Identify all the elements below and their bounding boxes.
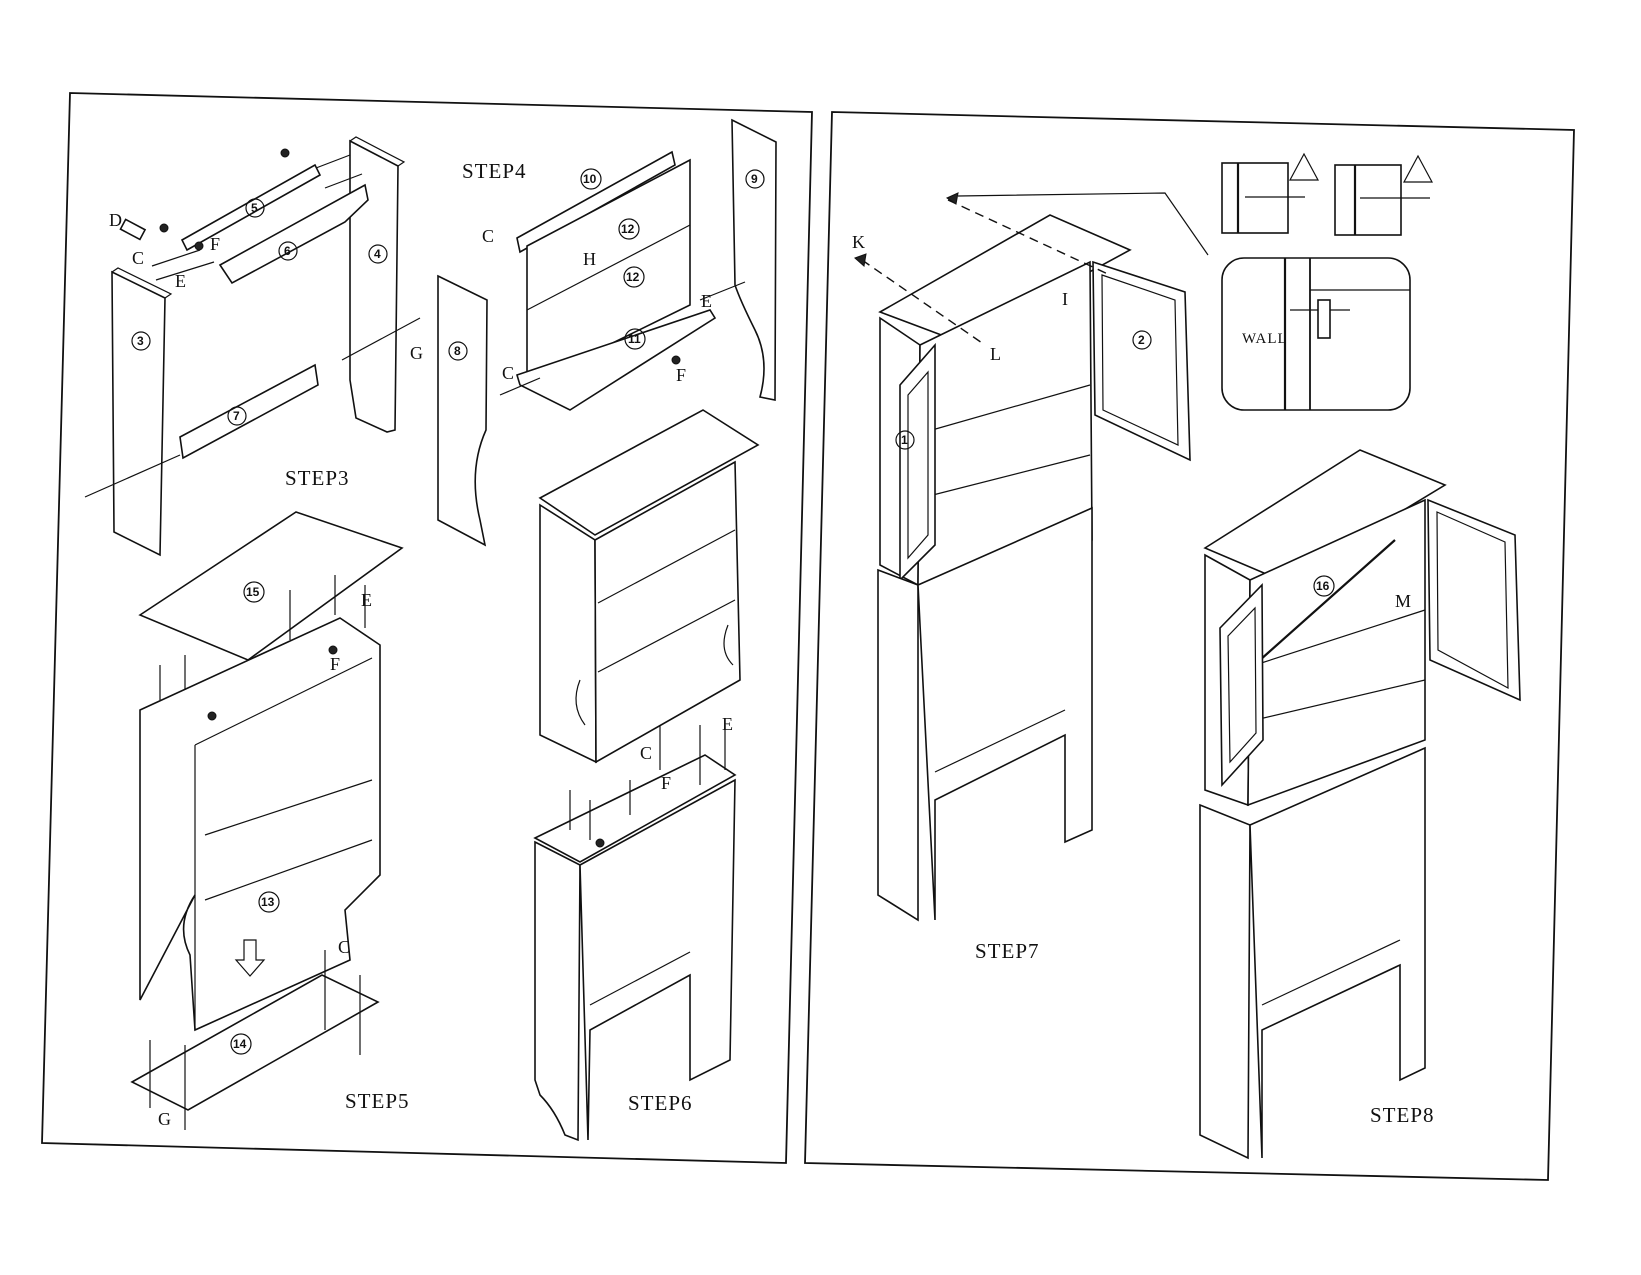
side-panel-9 [731, 118, 777, 401]
top-board-15 [138, 511, 404, 661]
step8-diagram [1199, 449, 1521, 1160]
cabinet-body [139, 617, 381, 1032]
part-11-label: 11 [628, 332, 641, 346]
wall-label: WALL [1242, 331, 1288, 347]
wall-anchor-inset [1221, 152, 1434, 411]
anchor-detail-1 [1221, 162, 1289, 234]
side-panel-3 [111, 270, 166, 557]
part-8-label: 8 [454, 344, 461, 358]
hardware-c-step5: C [338, 937, 350, 957]
step3-label: STEP3 [285, 466, 350, 490]
hardware-f-step6: F [661, 773, 671, 793]
stretcher-7 [179, 363, 319, 460]
step4-diagram [437, 118, 777, 547]
hardware-e-step4: E [701, 291, 712, 311]
hardware-g-step3: G [410, 343, 423, 363]
step6-diagram [533, 409, 760, 1142]
warning-icon-1 [1288, 152, 1320, 181]
step5-label: STEP5 [345, 1089, 410, 1113]
part-12-label-upper: 12 [621, 222, 635, 236]
warning-icon-2 [1402, 154, 1434, 183]
hardware-d-step3: D [109, 210, 122, 230]
hardware-i-step7: I [1062, 289, 1068, 309]
part-14-label: 14 [233, 1037, 247, 1051]
hardware-k-step7: K [852, 232, 865, 252]
part-15-label: 15 [246, 585, 260, 599]
hardware-f-step3: F [210, 234, 220, 254]
hardware-f-step4: F [676, 365, 686, 385]
hardware-c-step3: C [132, 248, 144, 268]
step8-right-door [1427, 498, 1521, 702]
hardware-letters: D C E F G C H E C F E F C G C F E K I L … [109, 210, 1411, 1129]
right-page-frame [804, 111, 1575, 1181]
hardware-e-step3: E [175, 271, 186, 291]
wall-detail-box [1221, 257, 1411, 411]
step5-diagram [130, 511, 404, 1130]
hardware-m-step8: M [1395, 591, 1411, 611]
part-9-label: 9 [751, 172, 758, 186]
rail-6 [218, 183, 369, 285]
hardware-c-step4-top: C [482, 226, 494, 246]
lower-base [533, 754, 737, 863]
part-12-label-lower: 12 [626, 270, 640, 284]
step7-label: STEP7 [975, 939, 1040, 963]
shelf-11 [516, 309, 717, 411]
part-7-label: 7 [233, 409, 240, 423]
hardware-c-step4-bottom: C [502, 363, 514, 383]
part-6-label: 6 [284, 244, 291, 258]
part-10-label: 10 [583, 172, 597, 186]
anchor-detail-2 [1334, 164, 1402, 236]
door-1 [899, 342, 936, 582]
part-16-label: 16 [1316, 579, 1330, 593]
side-panel-4 [349, 139, 399, 433]
part-2-label: 2 [1138, 333, 1145, 347]
hardware-f-step5: F [330, 654, 340, 674]
hardware-h-step4: H [583, 249, 596, 269]
step8-top-board [1203, 449, 1447, 583]
part-callouts: 3 4 5 6 7 8 9 10 11 12 12 13 14 15 1 2 1… [131, 168, 1335, 1055]
step7-diagram [854, 192, 1209, 922]
hardware-e-step6: E [722, 714, 733, 734]
part-4-label: 4 [374, 247, 381, 261]
part-3-label: 3 [137, 334, 144, 348]
step8-label: STEP8 [1370, 1103, 1435, 1127]
step6-label: STEP6 [628, 1091, 693, 1115]
left-page-frame [41, 92, 813, 1164]
hardware-e-step5: E [361, 590, 372, 610]
back-panel-12 [526, 158, 691, 387]
rail-10 [516, 150, 676, 254]
rail-5 [180, 163, 322, 252]
part-5-label: 5 [251, 201, 258, 215]
step7-top-board [878, 214, 1132, 343]
part-13-label: 13 [261, 895, 275, 909]
part-1-label: 1 [901, 433, 908, 447]
hardware-g-step5: G [158, 1109, 171, 1129]
hardware-l-step7: L [990, 344, 1001, 364]
step3-diagram [84, 136, 421, 557]
hardware-c-step6: C [640, 743, 652, 763]
bottom-board-14 [130, 974, 380, 1111]
step8-left-door [1219, 583, 1264, 788]
upper-cabinet [538, 409, 760, 536]
step4-label: STEP4 [462, 159, 527, 183]
side-panel-8 [437, 274, 488, 547]
door-2 [1092, 260, 1191, 462]
